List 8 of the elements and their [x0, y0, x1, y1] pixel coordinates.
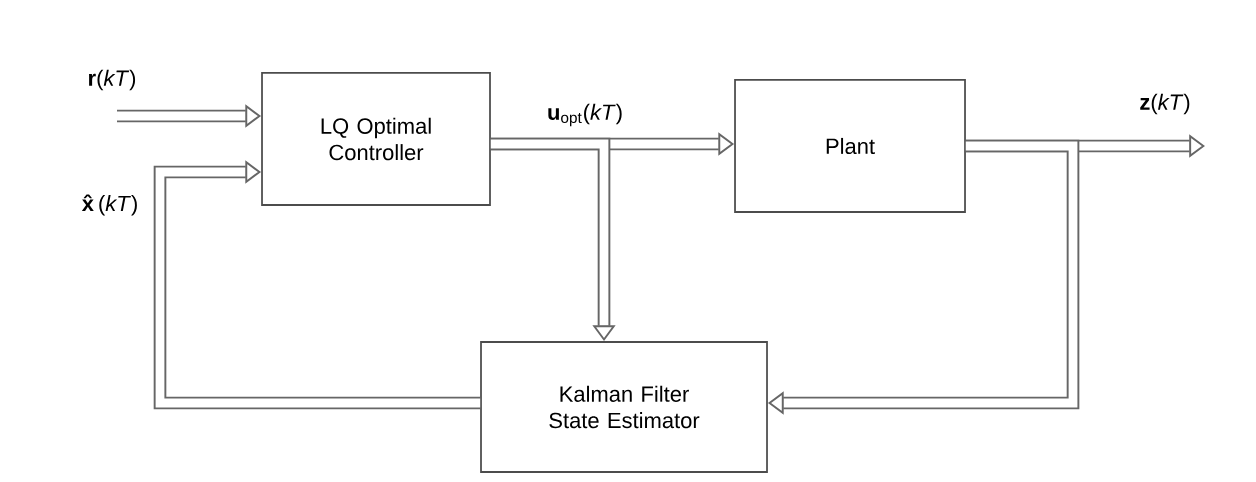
block-box: LQ Optimal Controller: [261, 72, 491, 206]
block-box: Plant: [734, 79, 966, 213]
edge-label: u$_{opt}$(kT): [545, 102, 625, 128]
block-box: Kalman Filter State Estimator: [480, 341, 768, 473]
edge-label: z(kT): [1137, 92, 1193, 116]
edge-label: r(kT): [85, 68, 139, 92]
edge-label: x̂(kT): [80, 192, 140, 218]
arrow: [153, 160, 481, 410]
